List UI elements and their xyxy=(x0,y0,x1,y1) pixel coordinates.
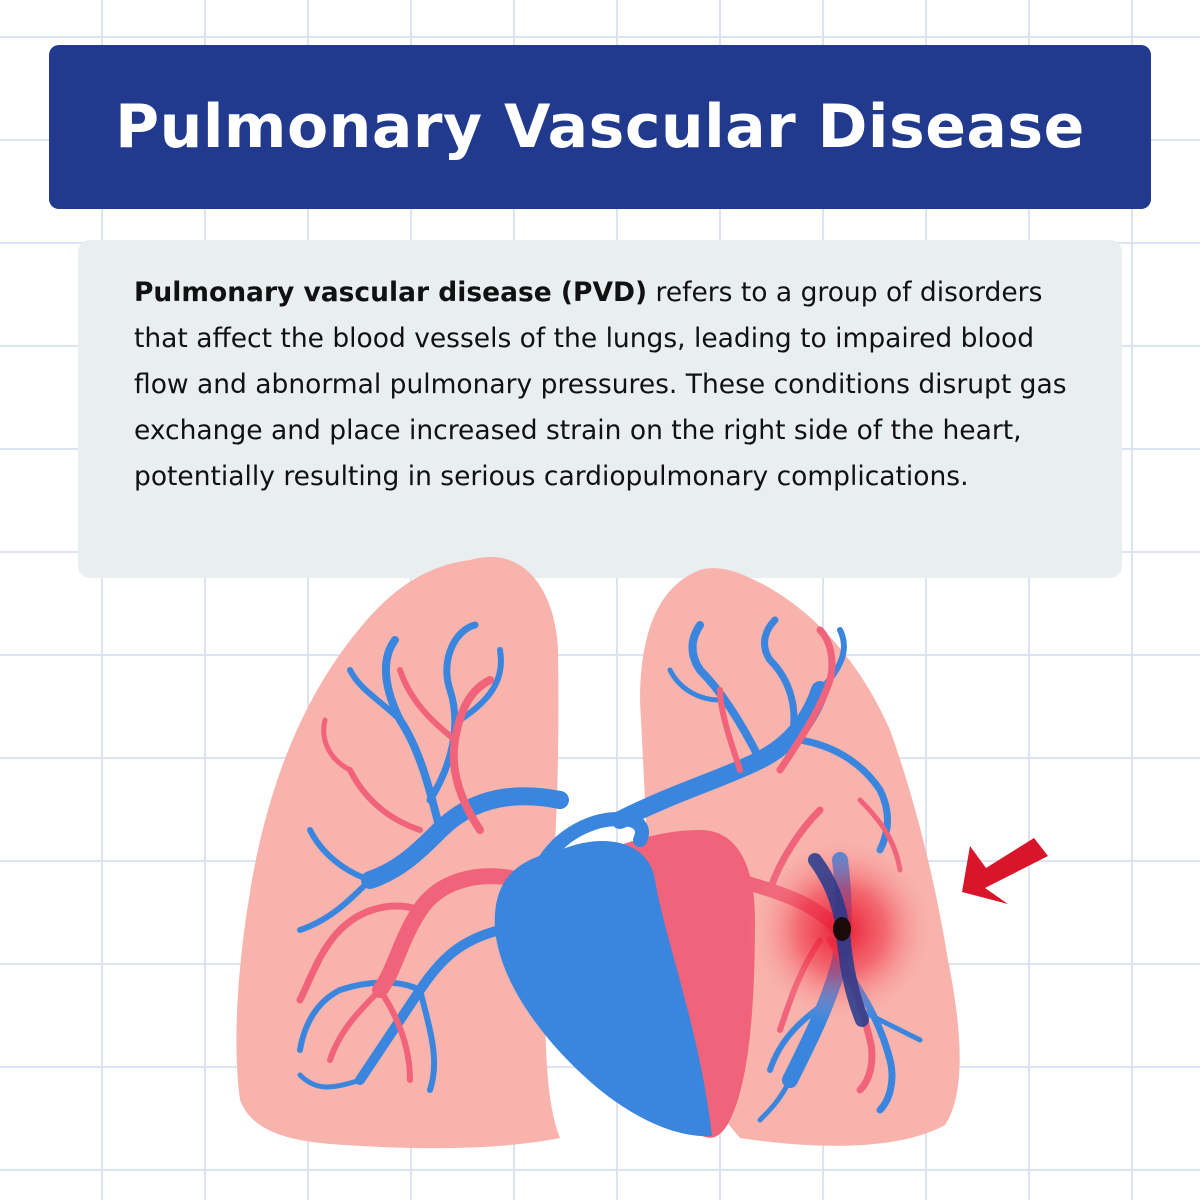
description-paragraph: Pulmonary vascular disease (PVD) refers … xyxy=(134,270,1082,500)
page-title: Pulmonary Vascular Disease xyxy=(115,92,1085,162)
description-box: Pulmonary vascular disease (PVD) refers … xyxy=(78,240,1122,578)
description-term: Pulmonary vascular disease (PVD) xyxy=(134,277,648,308)
blood-clot-icon xyxy=(747,835,937,1027)
heart-icon xyxy=(494,812,755,1138)
alert-arrow-icon xyxy=(962,838,1048,904)
left-lung xyxy=(236,556,560,1149)
title-banner: Pulmonary Vascular Disease xyxy=(49,45,1151,209)
description-text: refers to a group of disorders that affe… xyxy=(134,277,1067,492)
